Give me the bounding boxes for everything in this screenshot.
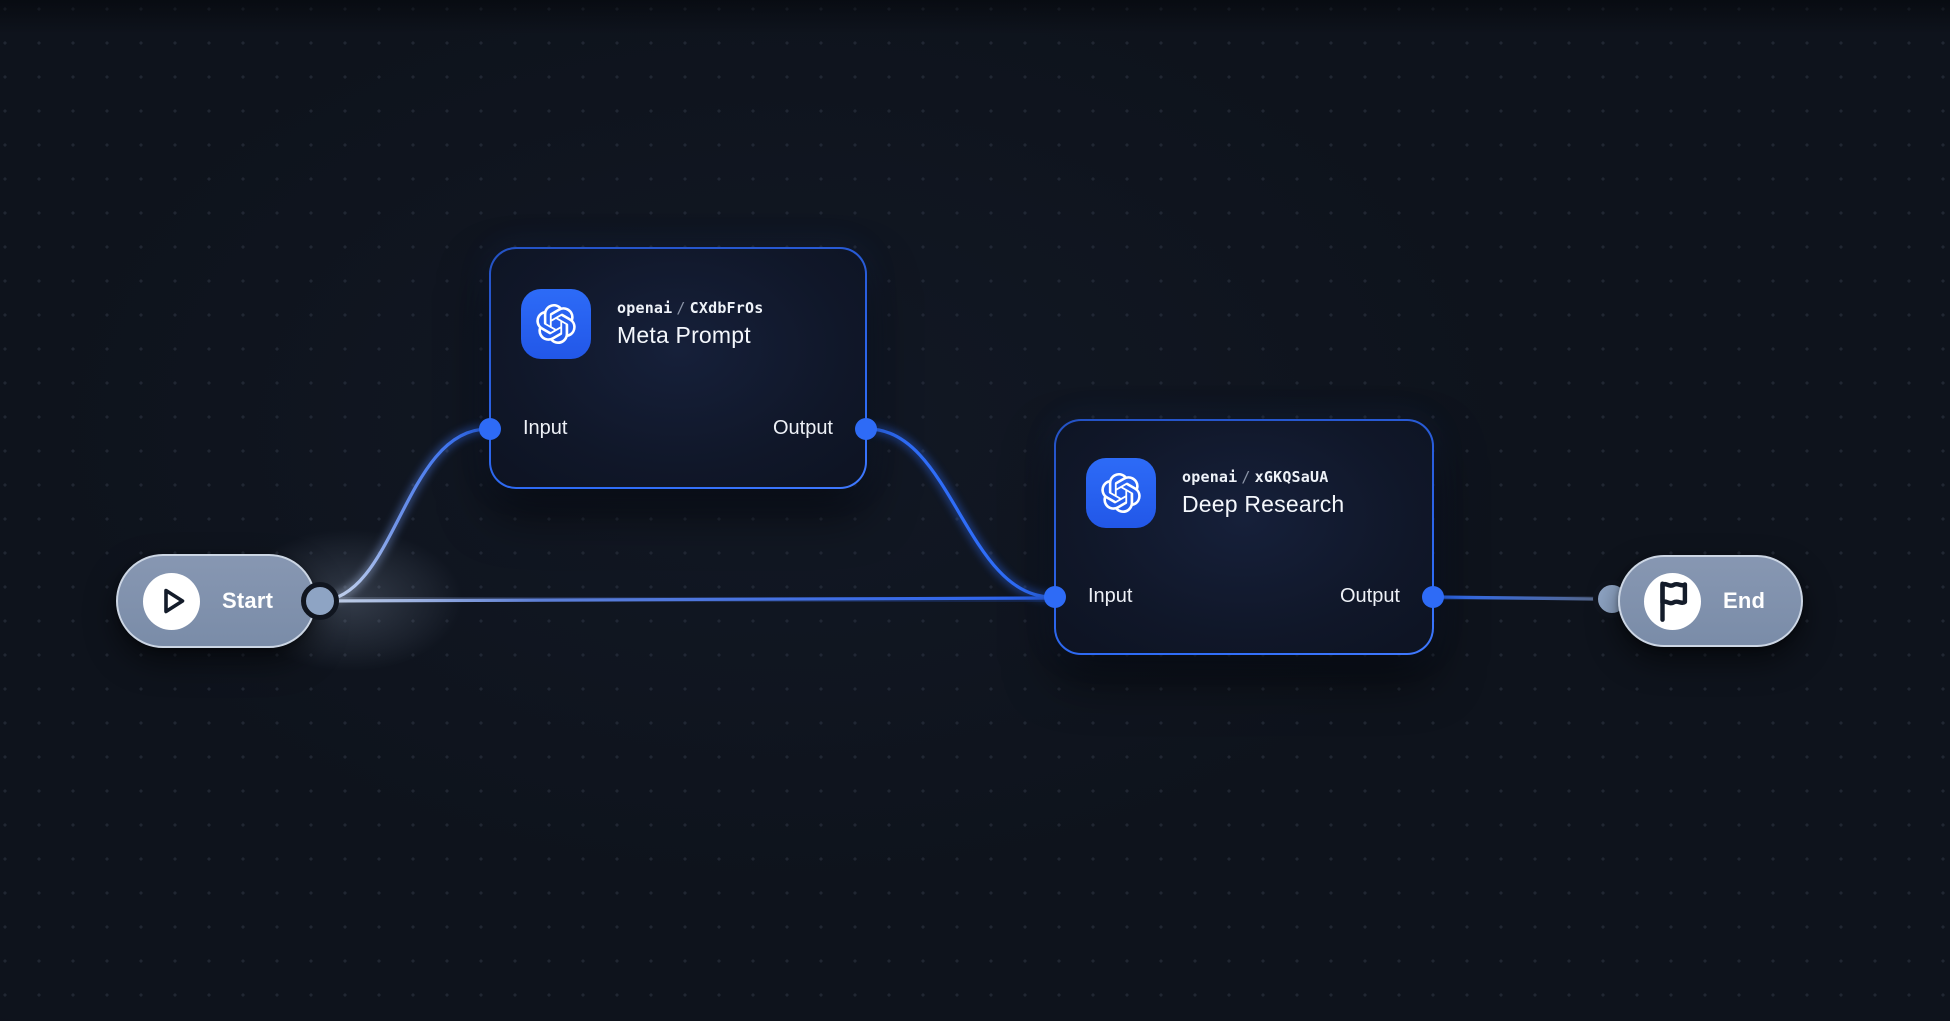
- node-deep-research[interactable]: openai/xGKQSaUA Deep Research Input Outp…: [1044, 419, 1444, 655]
- output-port[interactable]: [855, 418, 877, 440]
- end-node[interactable]: End: [1618, 555, 1803, 647]
- io-row: Input Output: [523, 417, 833, 440]
- input-port[interactable]: [1044, 586, 1066, 608]
- path-separator: /: [1241, 468, 1251, 486]
- node-header: openai/CXdbFrOs Meta Prompt: [521, 289, 849, 359]
- node-title-block: openai/xGKQSaUA Deep Research: [1182, 468, 1344, 518]
- flag-icon: [1644, 572, 1701, 630]
- edge-meta-output-to-deep-input[interactable]: [866, 424, 1054, 602]
- input-label: Input: [1088, 585, 1133, 607]
- node-title: Meta Prompt: [617, 322, 751, 348]
- node-header: openai/xGKQSaUA Deep Research: [1086, 458, 1416, 528]
- input-label: Input: [523, 417, 568, 439]
- node-id: CXdbFrOs: [689, 299, 764, 317]
- node-title-block: openai/CXdbFrOs Meta Prompt: [617, 299, 763, 349]
- io-row: Input Output: [1088, 585, 1400, 608]
- play-icon: [143, 572, 200, 630]
- output-label: Output: [772, 417, 833, 439]
- start-output-handle[interactable]: [301, 582, 339, 620]
- output-port[interactable]: [1422, 586, 1444, 608]
- end-node-label: End: [1723, 588, 1766, 613]
- node-model-path: openai/xGKQSaUA: [1182, 468, 1344, 486]
- node-deep-research-body: openai/xGKQSaUA Deep Research Input Outp…: [1044, 421, 1444, 653]
- start-node-label: Start: [222, 588, 274, 613]
- node-id: xGKQSaUA: [1254, 468, 1329, 486]
- output-label: Output: [1339, 585, 1400, 607]
- node-meta-prompt-body: openai/CXdbFrOs Meta Prompt Input Output: [479, 249, 877, 487]
- edge-start-to-meta-input[interactable]: [318, 424, 490, 606]
- input-port[interactable]: [479, 418, 501, 440]
- edge-start-to-deep-input[interactable]: [318, 594, 1054, 605]
- openai-logo-icon: [1086, 458, 1156, 528]
- provider-name: openai: [617, 299, 673, 317]
- node-title: Deep Research: [1182, 491, 1345, 517]
- openai-logo-icon: [521, 289, 591, 359]
- start-node[interactable]: Start: [116, 554, 316, 648]
- edge-deep-output-to-end[interactable]: [1436, 593, 1596, 603]
- provider-name: openai: [1182, 468, 1238, 486]
- node-model-path: openai/CXdbFrOs: [617, 299, 763, 317]
- path-separator: /: [676, 299, 686, 317]
- node-meta-prompt[interactable]: openai/CXdbFrOs Meta Prompt Input Output: [479, 247, 877, 489]
